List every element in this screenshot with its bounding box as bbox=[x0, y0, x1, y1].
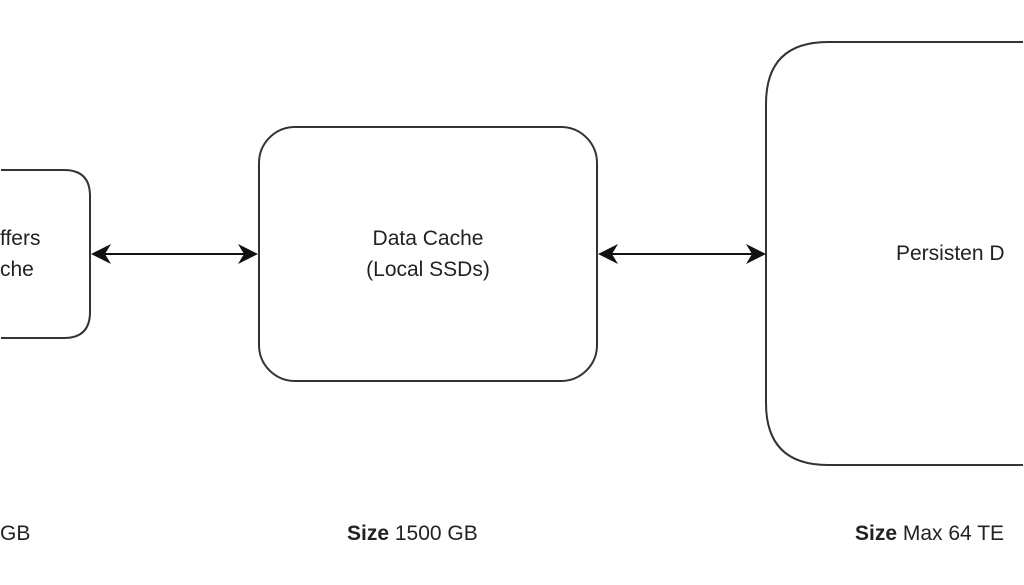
size-key: Size bbox=[855, 522, 898, 545]
node-text: (Local SSDs) bbox=[366, 258, 490, 281]
size-value: 1500 GB bbox=[394, 522, 478, 545]
data-cache-size-label: Size 1500 GB bbox=[347, 522, 478, 546]
node-text: Persisten D bbox=[896, 242, 1005, 265]
persistent-disk-size-label: Size Max 64 TE bbox=[855, 522, 1004, 546]
data-cache-text: Data Cache (Local SSDs) bbox=[259, 223, 597, 285]
size-key: Size bbox=[347, 522, 390, 545]
node-text: che bbox=[0, 258, 34, 281]
buffers-cache-node bbox=[1, 169, 91, 339]
node-text: Data Cache bbox=[372, 227, 484, 250]
buffers-cache-text: ffers che bbox=[0, 223, 40, 285]
size-value: Max 64 TE bbox=[902, 522, 1005, 545]
size-value: GB bbox=[0, 522, 31, 545]
persistent-disk-node bbox=[765, 41, 1023, 466]
persistent-disk-text: Persisten D bbox=[896, 238, 1005, 269]
data-cache-node bbox=[258, 126, 598, 382]
buffers-size-label: GB bbox=[0, 522, 30, 546]
node-text: ffers bbox=[0, 227, 41, 250]
